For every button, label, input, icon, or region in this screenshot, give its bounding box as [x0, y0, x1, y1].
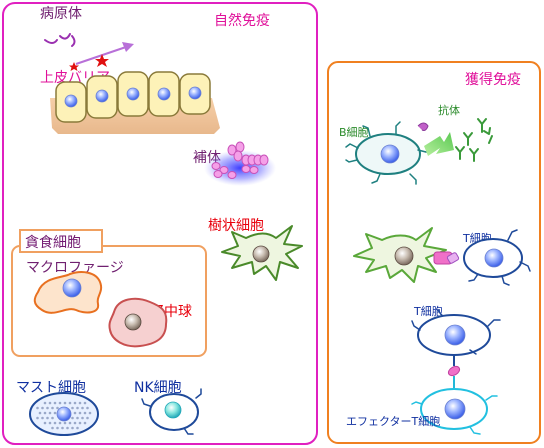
mast-granule: [53, 421, 57, 425]
mast-granule: [86, 406, 89, 410]
effector-t-cell: [411, 388, 498, 435]
innate-panel-border: [2, 2, 318, 445]
mast-granule: [86, 416, 89, 420]
mast-granule: [71, 406, 74, 410]
mast-granule: [73, 411, 77, 415]
mast-granule: [88, 411, 92, 415]
antibody-label: 抗体: [438, 103, 460, 117]
mast-granule: [68, 421, 72, 425]
mast-granule: [76, 406, 79, 410]
adaptive-panel-border: [327, 61, 541, 444]
antibody-icon: [455, 118, 493, 162]
mast-granule: [48, 421, 52, 425]
macrophage-cell: [33, 271, 103, 314]
mast-granule: [73, 401, 77, 405]
mast-granule: [41, 406, 44, 410]
mast-granule: [56, 426, 59, 430]
mast-granule: [51, 406, 54, 410]
pathogen-label: 病原体: [40, 6, 82, 22]
t-cell-1: [463, 229, 531, 286]
mast-granule: [61, 426, 64, 430]
dendritic-label: 樹状細胞: [208, 218, 264, 234]
mast-label: マスト細胞: [16, 380, 86, 396]
macrophage-label: マクロファージ: [26, 260, 124, 276]
mast-granule: [78, 421, 82, 425]
mast-cell: [29, 392, 99, 436]
mast-granule: [63, 401, 67, 405]
activation-signal-icon: [447, 365, 461, 388]
effector-label: エフェクターT細胞: [346, 415, 440, 428]
mast-granule: [81, 416, 84, 420]
mast-granule: [51, 426, 54, 430]
star-icon: [69, 62, 79, 71]
t-cell-2: [411, 309, 501, 366]
b-cell-label: B細胞: [339, 126, 369, 139]
mast-granule: [71, 416, 74, 420]
mast-granule: [83, 411, 87, 415]
mast-granule: [53, 401, 57, 405]
antibody-arrow-icon: [424, 132, 454, 156]
mast-granule: [73, 421, 77, 425]
pathogen-icon: [44, 33, 76, 47]
mast-granule: [76, 416, 79, 420]
mast-granule: [78, 411, 82, 415]
adaptive-title: 獲得免疫: [465, 71, 521, 88]
mast-granule: [38, 411, 42, 415]
phagocyte-group-label-box: [19, 229, 103, 253]
mast-granule: [43, 411, 47, 415]
phagocyte-group-box: [11, 245, 207, 357]
mast-granule: [46, 416, 49, 420]
mast-granule: [68, 401, 72, 405]
mast-granule: [81, 406, 84, 410]
mast-nucleus: [56, 406, 72, 422]
mast-granule: [48, 401, 52, 405]
pathogen-arrow-icon: [75, 42, 134, 65]
mast-granule: [71, 426, 74, 430]
mast-granule: [83, 401, 87, 405]
b-cell: [345, 121, 431, 185]
mast-granule: [83, 421, 87, 425]
neutrophil-cell: [108, 297, 168, 348]
mast-granule: [53, 411, 57, 415]
mast-granule: [48, 411, 52, 415]
dendritic-cell: [221, 225, 303, 281]
mast-granule: [41, 416, 44, 420]
epithelial-barrier: [50, 71, 220, 134]
antigen-presentation-icon: [433, 251, 460, 265]
mast-granule: [66, 426, 69, 430]
star-icon: [95, 54, 109, 67]
nk-label: NK細胞: [134, 380, 182, 396]
mast-granule: [78, 401, 82, 405]
nk-cell: [141, 388, 202, 435]
mast-granule: [58, 401, 62, 405]
mast-granule: [36, 416, 39, 420]
mast-granule: [58, 421, 62, 425]
t-cell-label-2: T細胞: [413, 305, 443, 318]
mast-granule: [51, 416, 54, 420]
innate-title: 自然免疫: [214, 12, 270, 29]
mast-granule: [46, 406, 49, 410]
mast-granule: [56, 406, 59, 410]
mast-granule: [43, 401, 47, 405]
complement-icon: [204, 141, 276, 186]
mast-granule: [76, 426, 79, 430]
mast-granule: [36, 406, 39, 410]
phagocyte-group-label: 貪食細胞: [25, 234, 81, 251]
mast-granule: [43, 421, 47, 425]
dendritic-cell-presenting: [353, 227, 447, 283]
mast-granule: [63, 421, 67, 425]
